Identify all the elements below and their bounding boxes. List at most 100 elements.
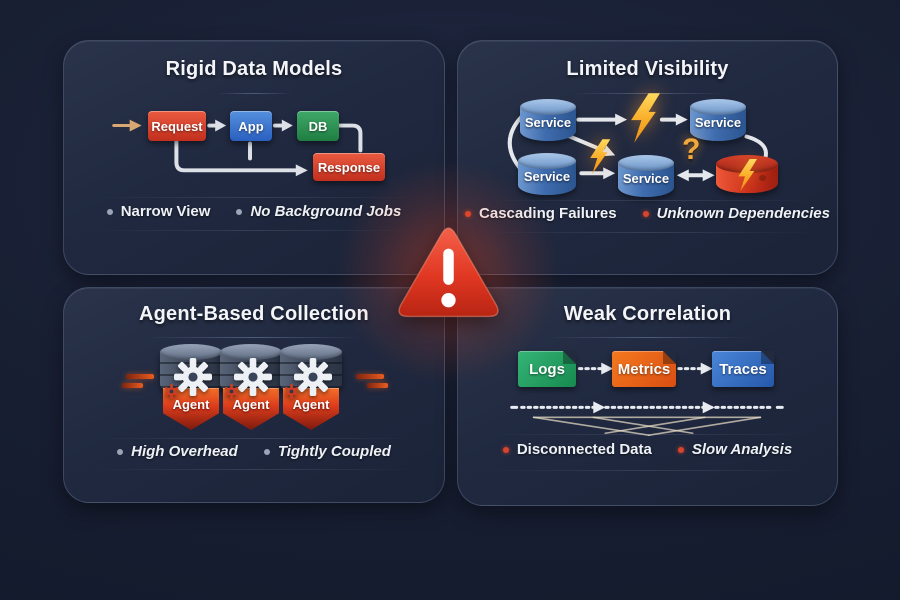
exclamation-dot: [441, 293, 456, 308]
bullet-dot: [106, 208, 113, 215]
db-label: DB: [308, 118, 328, 134]
service-cylinder: Service: [690, 99, 746, 141]
arrow-icon: [593, 401, 606, 414]
gear-icon: [284, 384, 299, 399]
defect-spot: [759, 175, 766, 181]
divider: [92, 197, 418, 198]
lightning-bolt-icon: [628, 93, 661, 143]
request-to-response-connector: [174, 139, 298, 173]
response-label: Response: [317, 159, 381, 175]
overhead-dash: [367, 383, 388, 388]
gear-icon: [294, 358, 332, 396]
agent-database-unit: Agent: [160, 344, 222, 434]
panel-agent-based-collection: Agent-Based Collection Agent Agent Agent: [63, 287, 445, 503]
failed-service-cylinder: [716, 155, 778, 193]
panel-title: Agent-Based Collection: [139, 303, 369, 325]
lightning-bolt-icon: [736, 159, 758, 191]
cylinder-top: [618, 155, 674, 171]
divider: [92, 230, 418, 231]
bullet-label: Unknown Dependencies: [656, 205, 830, 222]
overhead-dash: [126, 374, 154, 379]
panel-title: Weak Correlation: [563, 303, 732, 325]
bullet-label: High Overhead: [131, 443, 238, 460]
panel-title: Rigid Data Models: [165, 58, 343, 80]
arrow-icon: [215, 119, 227, 132]
converging-lines: [532, 416, 762, 437]
metrics-node: Metrics: [612, 351, 676, 387]
title-underline: [145, 337, 363, 338]
arrow-icon: [702, 169, 715, 182]
request-node: Request: [148, 111, 206, 141]
arrow-icon: [702, 401, 715, 414]
divider: [484, 200, 814, 201]
panel-limited-visibility: Limited Visibility Service Service: [457, 40, 838, 275]
bullet-item: Tightly Coupled: [263, 443, 391, 460]
divider: [484, 232, 814, 233]
panel-weak-correlation: Weak Correlation Logs Metrics Traces Dis…: [457, 287, 838, 506]
panel-rigid-data-models: Rigid Data Models Request App DB Respons…: [63, 40, 445, 275]
service-cylinder: Service: [618, 155, 674, 197]
warning-triangle-icon: [398, 227, 499, 318]
bullet-item: Unknown Dependencies: [642, 205, 830, 222]
db-node: DB: [297, 111, 339, 141]
response-node: Response: [313, 153, 385, 181]
bullet-item: High Overhead: [117, 443, 238, 460]
title-underline: [547, 337, 748, 338]
arrow-icon: [295, 164, 308, 177]
arrow-icon: [700, 362, 713, 375]
cylinder-top: [520, 99, 576, 115]
divider: [486, 434, 810, 435]
entry-arrow-icon: [129, 119, 142, 132]
bullet-label: Disconnected Data: [516, 441, 652, 458]
bullet-item: Cascading Failures: [465, 205, 617, 222]
traces-label: Traces: [719, 360, 767, 378]
arrow-icon: [281, 119, 293, 132]
arrow-icon: [676, 169, 689, 182]
cylinder-top: [160, 344, 222, 360]
agent-label: Agent: [172, 397, 210, 412]
title-underline: [572, 93, 723, 94]
bullet-row: High Overhead Tightly Coupled: [64, 443, 444, 460]
bullet-dot: [236, 208, 243, 215]
overhead-dash: [122, 383, 143, 388]
request-label: Request: [151, 118, 203, 134]
bullet-dot: [642, 210, 649, 217]
agent-database-unit: Agent: [220, 344, 282, 434]
service-label: Service: [694, 115, 742, 130]
logs-label: Logs: [529, 360, 565, 378]
bullet-row: Cascading Failures Unknown Dependencies: [458, 205, 837, 222]
exclamation-bar: [443, 248, 454, 285]
agent-label: Agent: [232, 397, 270, 412]
agent-database-unit: Agent: [280, 344, 342, 434]
traces-node: Traces: [712, 351, 774, 387]
gear-icon: [164, 384, 179, 399]
bullet-label: Narrow View: [120, 203, 211, 220]
question-mark: ?: [682, 133, 701, 166]
service-label: Service: [622, 171, 670, 186]
gear-icon: [174, 358, 212, 396]
gear-icon: [224, 384, 239, 399]
service-cylinder: Service: [520, 99, 576, 141]
title-underline: [217, 93, 291, 94]
arrow-icon: [615, 113, 628, 126]
cylinder-top: [518, 153, 576, 169]
cylinder-top: [220, 344, 282, 360]
panel-title: Limited Visibility: [566, 58, 729, 80]
app-label: App: [238, 118, 264, 134]
divider: [92, 438, 418, 439]
bullet-item: Narrow View: [106, 203, 211, 220]
bullet-dot: [465, 210, 472, 217]
bullet-dot: [677, 446, 684, 453]
metrics-label: Metrics: [617, 360, 671, 378]
cylinder-top: [690, 99, 746, 115]
arrow-icon: [675, 113, 688, 126]
bullet-item: Slow Analysis: [677, 441, 792, 458]
service-label: Service: [523, 169, 571, 184]
logs-node: Logs: [518, 351, 576, 387]
agent-label: Agent: [292, 397, 330, 412]
bullet-label: Cascading Failures: [479, 205, 617, 222]
bullet-row: Narrow View No Background Jobs: [64, 203, 444, 220]
bullet-row: Disconnected Data Slow Analysis: [458, 441, 837, 458]
bullet-item: No Background Jobs: [236, 203, 401, 220]
cylinder-top: [280, 344, 342, 360]
